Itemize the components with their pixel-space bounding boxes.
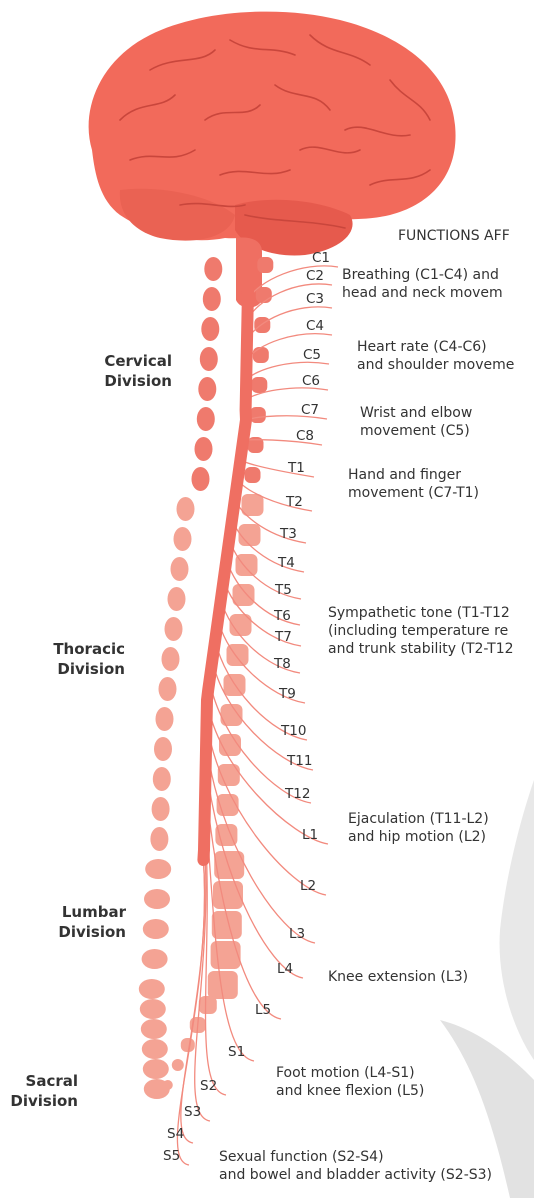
segment-label-c1: C1 [312, 252, 330, 266]
spinous-process-c5 [198, 377, 216, 401]
background-silhouette [500, 780, 534, 1060]
segment-label-s4: S4 [167, 1128, 184, 1142]
segment-label-l1: L1 [302, 829, 318, 843]
spinous-process-s3 [142, 1039, 168, 1059]
function-sexual: Sexual function (S2-S4) and bowel and bl… [219, 1148, 492, 1184]
spinous-process-c6 [197, 407, 215, 431]
spinous-process-t11 [152, 797, 170, 821]
vertebra-c1 [257, 257, 273, 273]
segment-label-t9: T9 [279, 688, 296, 702]
spinous-process-c8 [192, 467, 210, 491]
spinous-process-t12 [150, 827, 168, 851]
spinous-process-t3 [171, 557, 189, 581]
function-ejaculation: Ejaculation (T11-L2) and hip motion (L2) [348, 810, 489, 846]
spinous-process-s5 [144, 1079, 170, 1099]
function-foot-motion: Foot motion (L4-S1) and knee flexion (L5… [276, 1064, 424, 1100]
vertebra-c2 [256, 287, 272, 303]
spinous-process-l3 [143, 919, 169, 939]
vertebra-s4 [172, 1059, 184, 1071]
spinous-process-t2 [174, 527, 192, 551]
spinous-process-t4 [168, 587, 186, 611]
spinous-process-c4 [200, 347, 218, 371]
segment-label-s5: S5 [163, 1150, 180, 1164]
spinous-process-l5 [139, 979, 165, 999]
vertebra-t2 [239, 524, 261, 546]
spinous-process-c2 [203, 287, 221, 311]
vertebra-c5 [251, 377, 267, 393]
segment-label-t4: T4 [278, 557, 295, 571]
segment-label-c3: C3 [306, 293, 324, 307]
spinous-process-c3 [201, 317, 219, 341]
vertebra-c6 [250, 407, 266, 423]
segment-label-c4: C4 [306, 320, 324, 334]
vertebra-c3 [254, 317, 270, 333]
spinous-process-t10 [153, 767, 171, 791]
vertebra-l2 [213, 881, 243, 909]
segment-label-c5: C5 [303, 349, 321, 363]
spinous-process-t5 [165, 617, 183, 641]
segment-label-l3: L3 [289, 928, 305, 942]
division-thoracic: Thoracic Division [30, 640, 125, 679]
segment-label-s2: S2 [200, 1080, 217, 1094]
vertebra-c4 [253, 347, 269, 363]
function-sympathetic-tone: Sympathetic tone (T1-T12 (including temp… [328, 604, 514, 659]
function-hand-finger: Hand and finger movement (C7-T1) [348, 466, 479, 502]
vertebra-c8 [245, 467, 261, 483]
spinous-process-l2 [144, 889, 170, 909]
segment-label-t11: T11 [287, 755, 312, 769]
segment-label-s1: S1 [228, 1046, 245, 1060]
division-lumbar: Lumbar Division [30, 903, 126, 942]
segment-label-c2: C2 [306, 270, 324, 284]
spinous-process-c7 [195, 437, 213, 461]
segment-label-t3: T3 [280, 528, 297, 542]
spinous-process-s1 [140, 999, 166, 1019]
spinous-process-t9 [154, 737, 172, 761]
spinous-process-t6 [162, 647, 180, 671]
spinous-process-t1 [177, 497, 195, 521]
segment-label-l2: L2 [300, 880, 316, 894]
spinous-process-s2 [141, 1019, 167, 1039]
segment-label-t10: T10 [281, 725, 306, 739]
vertebra-s3 [181, 1038, 195, 1052]
segment-label-s3: S3 [184, 1106, 201, 1120]
spinous-process-s4 [143, 1059, 169, 1079]
function-wrist-elbow: Wrist and elbow movement (C5) [360, 404, 472, 440]
functions-heading: FUNCTIONS AFF [398, 228, 510, 244]
segment-label-c7: C7 [301, 404, 319, 418]
division-cervical: Cervical Division [60, 352, 172, 391]
function-breathing: Breathing (C1-C4) and head and neck move… [342, 266, 503, 302]
segment-label-l4: L4 [277, 963, 293, 977]
spinous-process-c1 [204, 257, 222, 281]
spinous-process-l4 [142, 949, 168, 969]
spinous-process-t8 [156, 707, 174, 731]
function-knee-extension: Knee extension (L3) [328, 968, 468, 986]
segment-label-t5: T5 [275, 584, 292, 598]
segment-label-t7: T7 [275, 631, 292, 645]
vertebra-s1 [199, 996, 217, 1014]
segment-label-l5: L5 [255, 1004, 271, 1018]
segment-label-t8: T8 [274, 658, 291, 672]
segment-label-c8: C8 [296, 430, 314, 444]
vertebra-l4 [211, 941, 241, 969]
function-heart-rate: Heart rate (C4-C6) and shoulder moveme [357, 338, 514, 374]
segment-label-t2: T2 [286, 496, 303, 510]
spinous-process-l1 [145, 859, 171, 879]
spinous-process-t7 [159, 677, 177, 701]
segment-label-c6: C6 [302, 375, 320, 389]
vertebra-t3 [236, 554, 258, 576]
division-sacral: Sacral Division [0, 1072, 78, 1111]
segment-label-t1: T1 [288, 462, 305, 476]
segment-label-t6: T6 [274, 610, 291, 624]
segment-label-t12: T12 [285, 788, 310, 802]
